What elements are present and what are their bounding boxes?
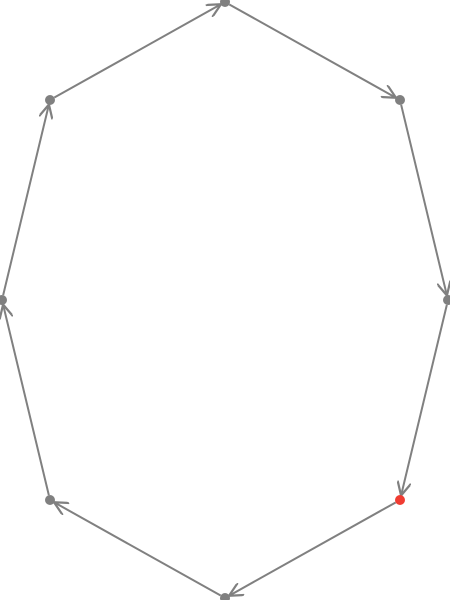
edge-n-upper-right-to-n-right	[400, 104, 446, 294]
edge-n-right-to-n-lower-right	[401, 304, 448, 494]
node-left[interactable]	[0, 295, 7, 305]
edges-layer	[3, 4, 447, 595]
node-right[interactable]	[443, 295, 450, 305]
node-top[interactable]	[220, 0, 230, 7]
node-lower-left[interactable]	[45, 495, 55, 505]
edge-n-lower-right-to-n-bottom	[230, 501, 397, 595]
edge-n-bottom-to-n-lower-left	[55, 503, 222, 597]
edge-n-left-to-n-upper-left	[2, 106, 48, 296]
node-lower-right-highlighted[interactable]	[395, 495, 405, 505]
edge-n-lower-left-to-n-left	[3, 306, 50, 496]
node-upper-right[interactable]	[395, 95, 405, 105]
edge-n-upper-left-to-n-top	[53, 5, 219, 99]
edge-n-top-to-n-upper-right	[228, 3, 394, 97]
node-upper-left[interactable]	[45, 95, 55, 105]
node-bottom[interactable]	[220, 593, 230, 600]
